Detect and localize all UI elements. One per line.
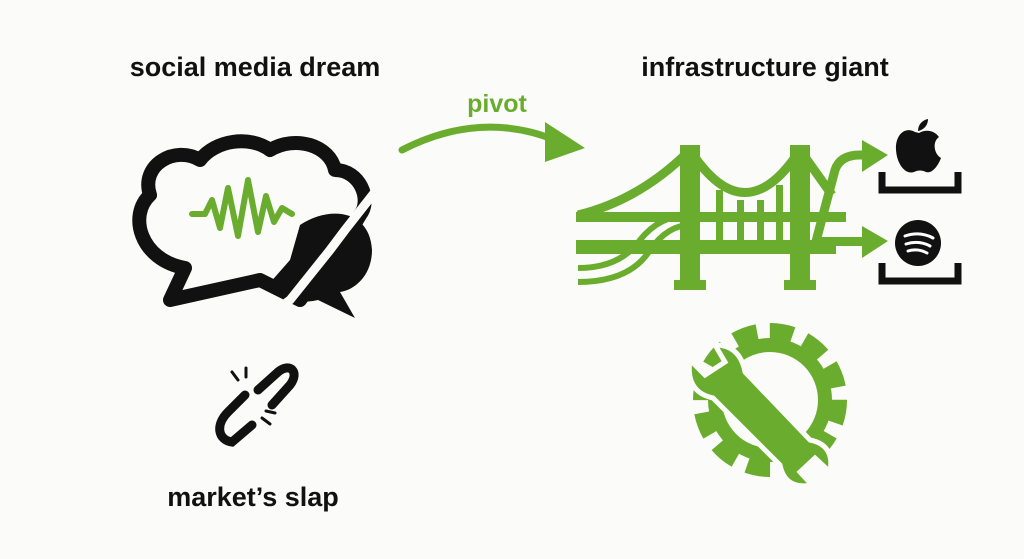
broken-speech-bubble-icon bbox=[132, 134, 382, 324]
spotify-logo-icon bbox=[878, 220, 962, 285]
bottom-left-label: market’s slap bbox=[167, 482, 339, 512]
left-title: social media dream bbox=[129, 52, 381, 82]
apple-logo-icon bbox=[878, 119, 962, 194]
curved-arrow-icon bbox=[398, 122, 585, 162]
sound-wave-icon bbox=[189, 177, 295, 239]
pivot-label: pivot bbox=[467, 90, 527, 118]
right-title: infrastructure giant bbox=[641, 52, 889, 82]
bridge-icon bbox=[576, 140, 888, 290]
broken-chain-icon bbox=[215, 363, 299, 447]
wrench-gear-icon bbox=[686, 323, 847, 489]
